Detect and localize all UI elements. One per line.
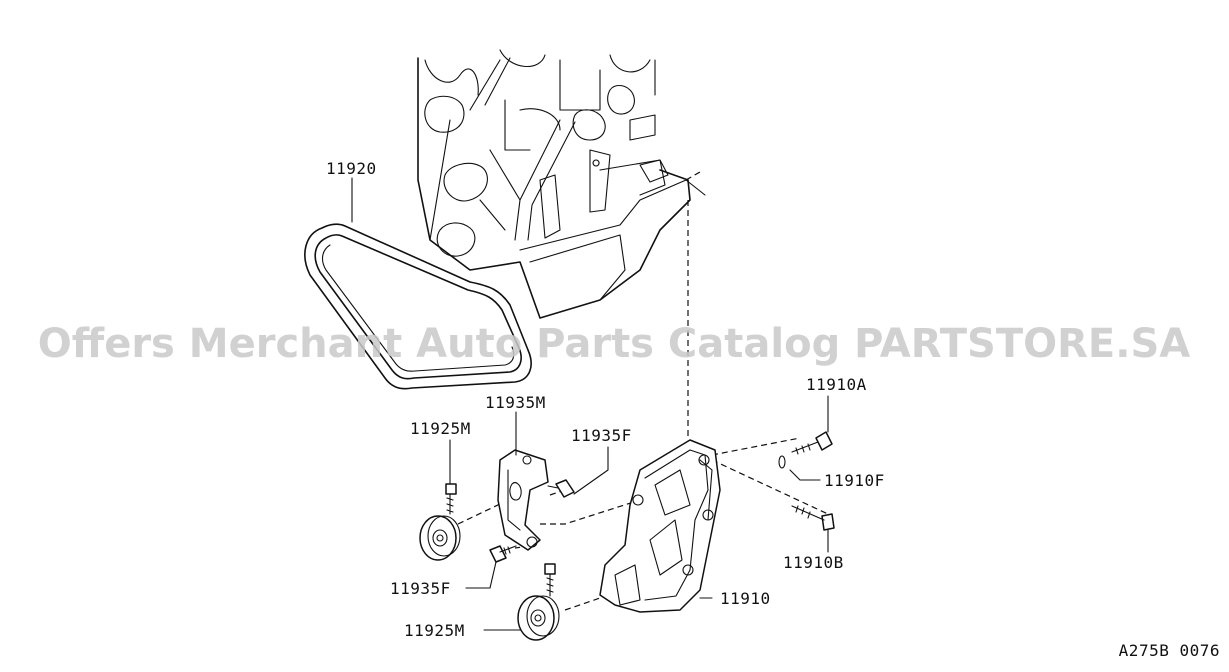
alternator-bracket bbox=[599, 439, 721, 613]
callout-11910B: 11910B bbox=[783, 553, 844, 572]
callout-11925M-upper: 11925M bbox=[410, 419, 471, 438]
idler-pulley-upper bbox=[419, 483, 461, 561]
tensioner-bracket bbox=[497, 449, 549, 551]
callout-11935M: 11935M bbox=[485, 393, 546, 412]
callout-11910A: 11910A bbox=[806, 375, 867, 394]
engine-block bbox=[417, 49, 706, 319]
callout-11920: 11920 bbox=[326, 159, 377, 178]
callout-11935F-lower: 11935F bbox=[390, 579, 451, 598]
callout-11935F-upper: 11935F bbox=[571, 426, 632, 445]
adjuster-bolt-upper bbox=[547, 479, 575, 498]
bolt-11910A bbox=[791, 431, 833, 455]
callout-11925M-lower: 11925M bbox=[404, 621, 465, 640]
idler-pulley-lower bbox=[517, 563, 560, 641]
watermark-text: Offers Merchant Auto Parts Catalog PARTS… bbox=[38, 321, 1190, 367]
assembly-guide-lines bbox=[457, 171, 831, 611]
leader-lines bbox=[351, 177, 829, 631]
diagram-code: A275B 0076 bbox=[1119, 641, 1220, 660]
drive-belt bbox=[304, 223, 532, 390]
adjuster-bolt-lower bbox=[489, 545, 517, 563]
bolt-11910B bbox=[791, 505, 835, 531]
callout-11910: 11910 bbox=[720, 589, 771, 608]
callout-11910F: 11910F bbox=[824, 471, 885, 490]
washer-11910F bbox=[778, 455, 786, 469]
